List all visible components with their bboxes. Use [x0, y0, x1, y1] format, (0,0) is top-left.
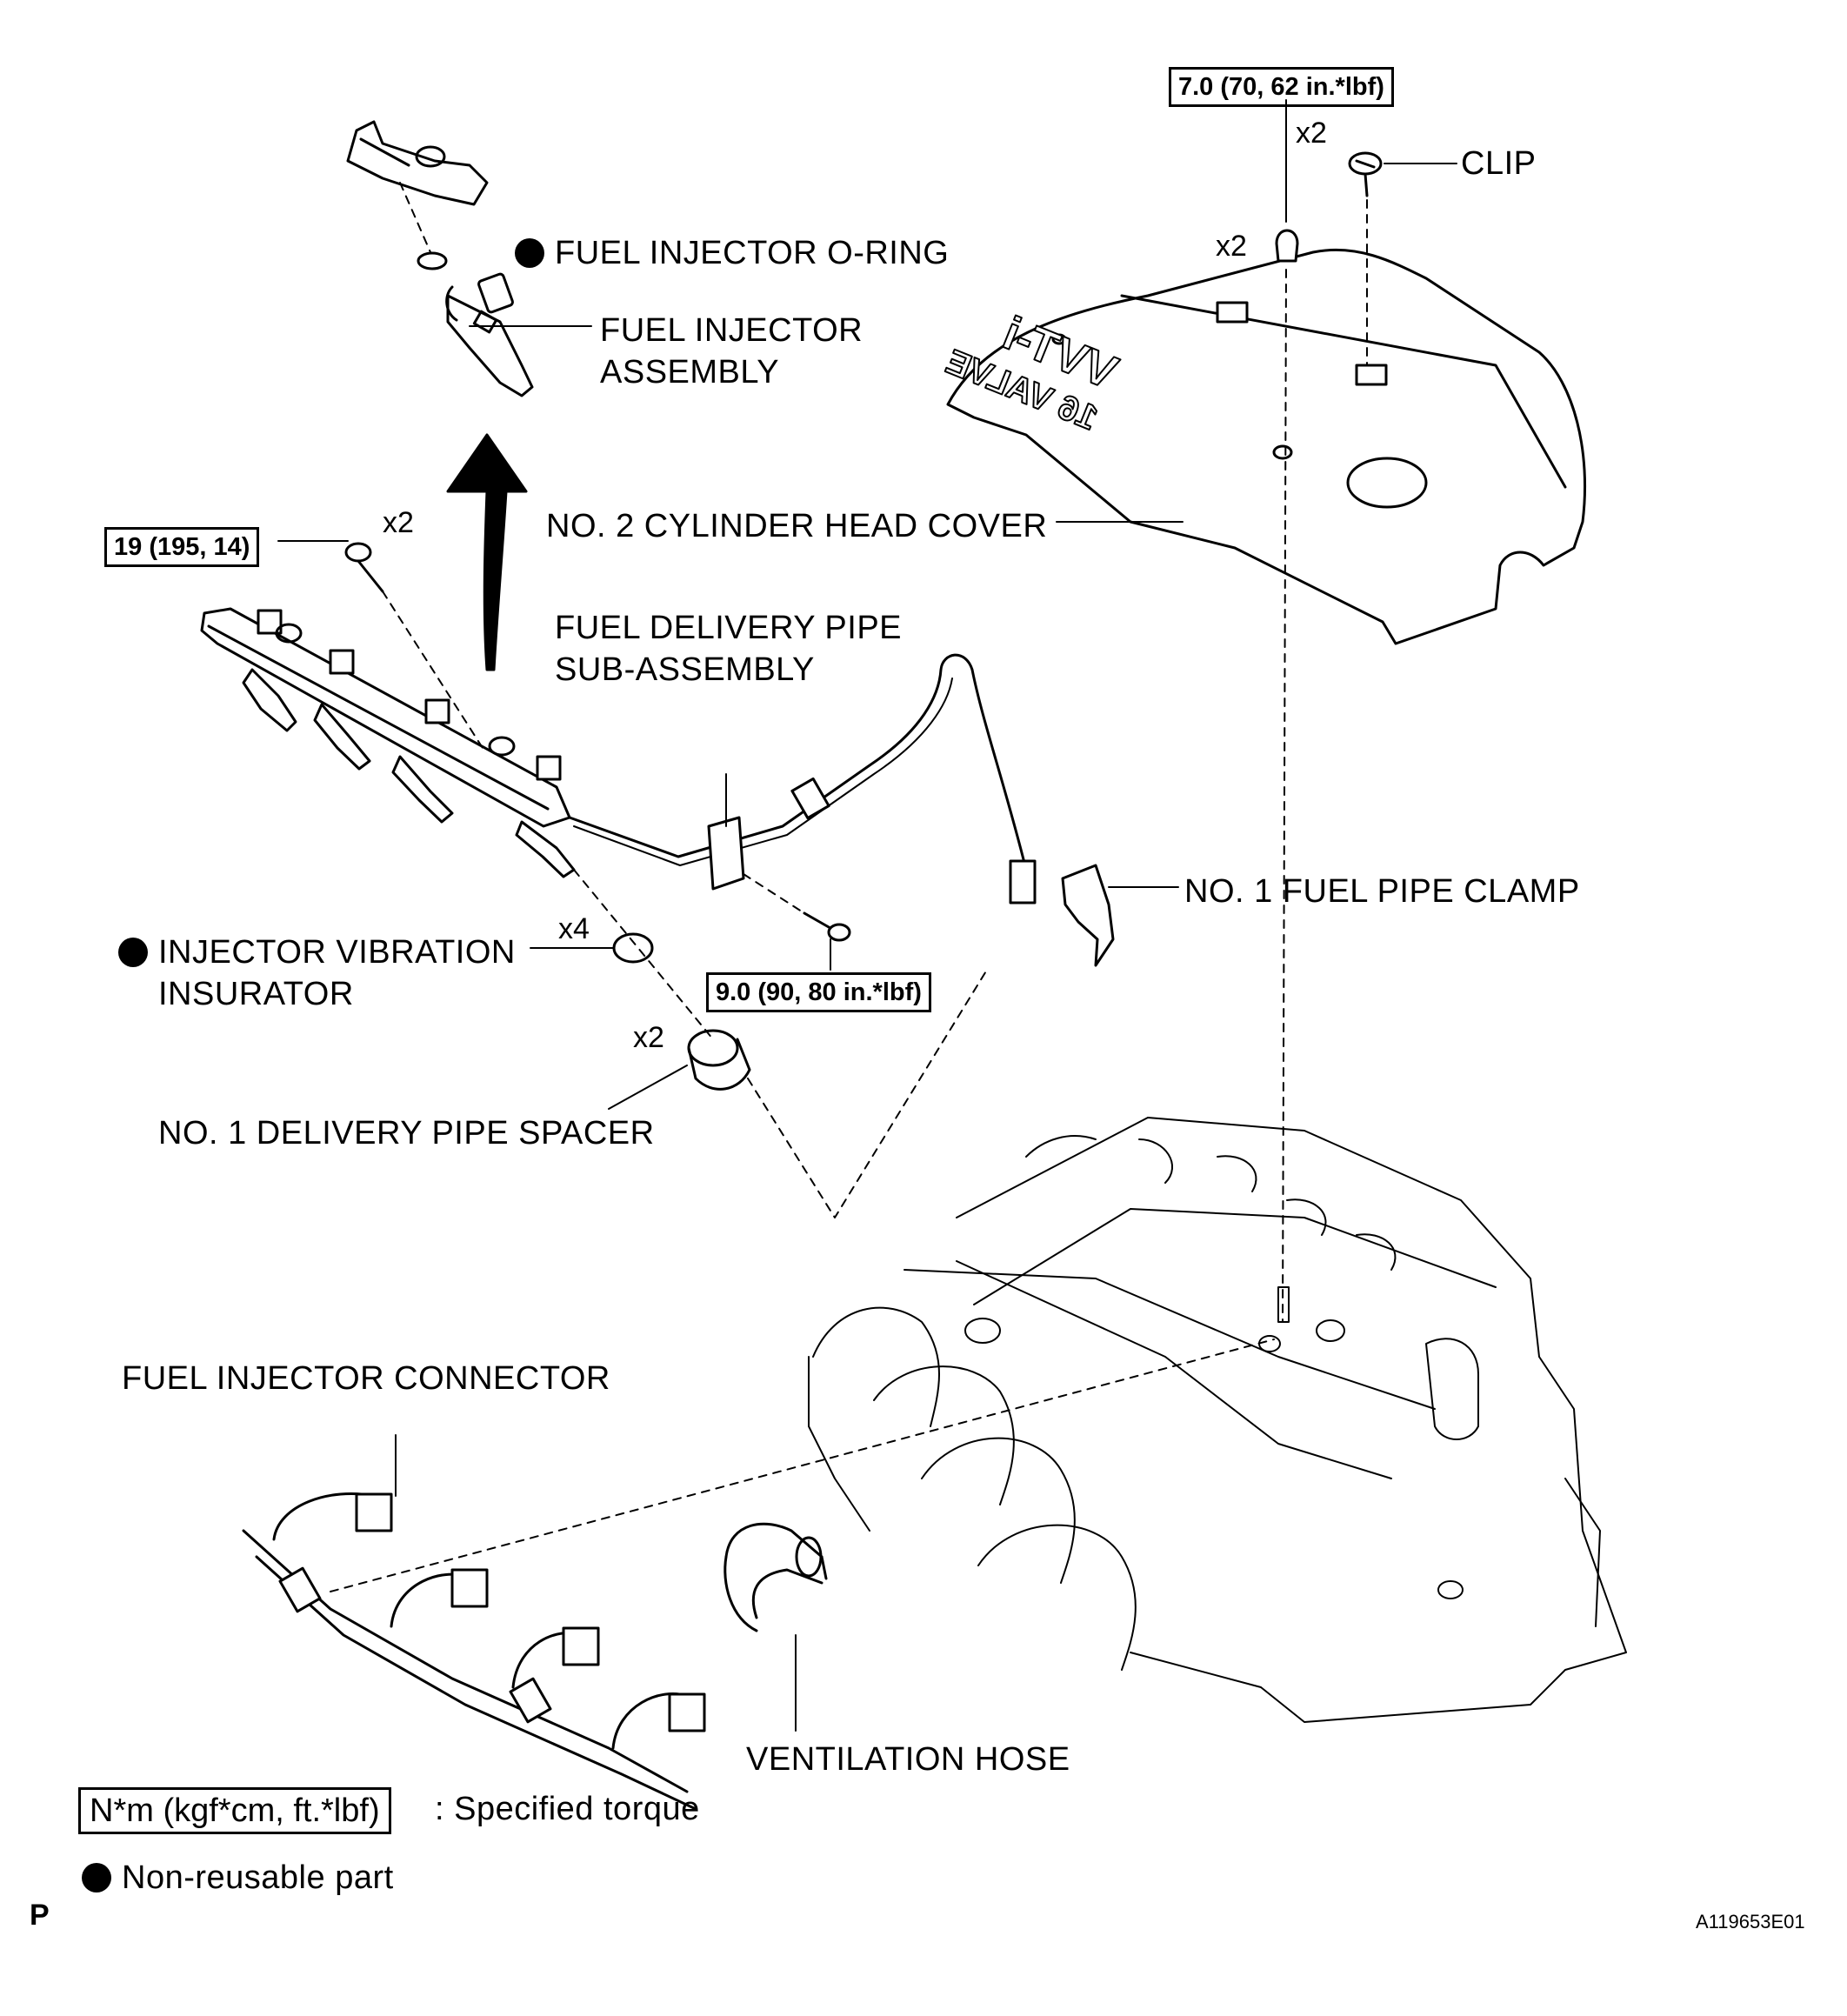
qty-cover-torque: x2 — [1296, 117, 1327, 150]
label-injector-line1: FUEL INJECTOR — [600, 312, 863, 349]
qty-cover-nut: x2 — [1216, 230, 1247, 263]
label-ventilation-hose: VENTILATION HOSE — [746, 1741, 1070, 1778]
ventilation-hose-part — [723, 1522, 828, 1632]
cover-nut-part — [1275, 229, 1299, 263]
delivery-bolt-part — [344, 542, 384, 593]
label-connector: FUEL INJECTOR CONNECTOR — [122, 1360, 610, 1397]
torque-delivery-bolt: 19 (195, 14) — [104, 527, 260, 567]
label-insulator-line1: INJECTOR VIBRATION — [118, 935, 516, 970]
label-o-ring: FUEL INJECTOR O-RING — [515, 236, 949, 270]
pipe-clip-bracket — [707, 816, 745, 891]
torque-cover-nut: 7.0 (70, 62 in.*lbf) — [1169, 67, 1394, 107]
legend-torque-unit: N*m (kgf*cm, ft.*lbf) — [78, 1787, 391, 1834]
vibration-insulator-part — [612, 932, 654, 964]
label-injector-line2: ASSEMBLY — [600, 354, 780, 391]
engine-block-part — [808, 1117, 1627, 1723]
label-clip: CLIP — [1461, 145, 1537, 182]
fuel-injector-part — [445, 272, 534, 397]
footer-left-mark: P — [30, 1899, 50, 1932]
wire-harness-part — [242, 1492, 706, 1811]
clamp-bolt-part — [803, 911, 851, 942]
label-delivery-pipe-line1: FUEL DELIVERY PIPE — [555, 610, 903, 646]
label-insulator-line2: INSURATOR — [158, 976, 354, 1012]
fuel-line-pipe — [568, 653, 1028, 871]
label-head-cover: NO. 2 CYLINDER HEAD COVER — [546, 508, 1048, 544]
o-ring-part — [417, 251, 448, 270]
nonreusable-dot-icon — [118, 938, 148, 967]
delivery-pipe-spacer-part — [687, 1029, 751, 1091]
delivery-pipe-rail — [200, 607, 576, 878]
fuel-pipe-clamp-part — [1061, 864, 1115, 967]
figure-id: A119653E01 — [1696, 1911, 1805, 1933]
nonreusable-dot-icon — [515, 238, 544, 268]
fuel-delivery-pipe-fragment — [346, 120, 489, 206]
clip-part — [1348, 151, 1383, 197]
label-spacer: NO. 1 DELIVERY PIPE SPACER — [158, 1115, 655, 1152]
qty-delivery-bolt: x2 — [383, 506, 414, 539]
removal-arrow-icon — [446, 433, 528, 671]
qty-insulator: x4 — [558, 912, 590, 945]
nonreusable-dot-icon — [82, 1863, 111, 1893]
cylinder-head-cover-part: VVT-i 16 VALVE — [940, 248, 1586, 645]
guide-line-oring — [399, 182, 431, 253]
label-fuel-pipe-clamp: NO. 1 FUEL PIPE CLAMP — [1184, 873, 1580, 910]
label-delivery-pipe-line2: SUB-ASSEMBLY — [555, 651, 815, 688]
torque-clamp-bolt: 9.0 (90, 80 in.*lbf) — [706, 972, 931, 1012]
qty-spacer: x2 — [633, 1021, 664, 1054]
legend-nonreusable: Non-reusable part — [82, 1860, 394, 1895]
legend-torque-desc: : Specified torque — [435, 1791, 700, 1827]
